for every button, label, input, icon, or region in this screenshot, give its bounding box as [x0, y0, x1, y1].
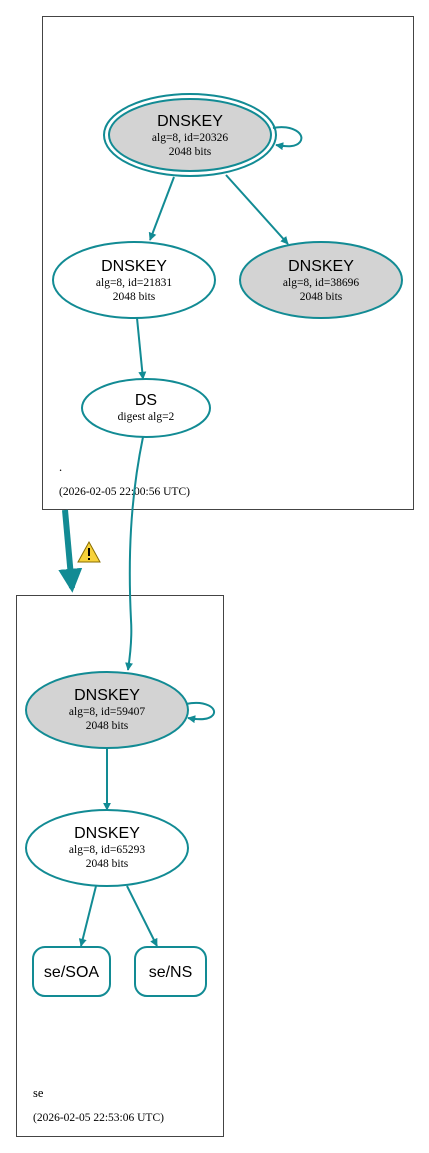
edge-se-zsk-to-ns	[126, 885, 158, 947]
node-root-ksk-outer-ring	[103, 93, 277, 177]
node-se-ksk-detail: alg=8, id=59407	[69, 706, 145, 718]
node-se-ksk-size: 2048 bits	[86, 720, 129, 732]
node-root-ksk2-detail: alg=8, id=38696	[283, 277, 359, 289]
node-se-ns-shape	[134, 946, 207, 997]
node-se-ksk-type: DNSKEY	[74, 687, 140, 704]
edge-root-ksk-to-zsk	[148, 176, 175, 241]
edge-root-zsk-to-ds	[136, 317, 147, 380]
zone-se-border	[16, 595, 224, 1137]
node-root-ksk2-type: DNSKEY	[288, 258, 354, 275]
edge-ds-to-se-ksk	[125, 436, 144, 671]
node-ds-shape	[81, 378, 211, 438]
node-se-ksk[interactable]: DNSKEY alg=8, id=59407 2048 bits	[25, 671, 189, 749]
node-root-zsk-shape	[52, 241, 216, 319]
node-root-zsk-detail: alg=8, id=21831	[96, 277, 172, 289]
node-se-ns[interactable]: se/NS	[134, 946, 207, 997]
node-se-zsk-detail: alg=8, id=65293	[69, 844, 145, 856]
node-se-zsk-size: 2048 bits	[86, 858, 129, 870]
node-root-ksk-detail: alg=8, id=20326	[152, 132, 228, 144]
node-root-ksk-type: DNSKEY	[157, 113, 223, 130]
node-root-ksk2-size: 2048 bits	[300, 291, 343, 303]
zone-root-timestamp: (2026-02-05 22:00:56 UTC)	[59, 486, 190, 498]
node-ds-detail: digest alg=2	[118, 411, 175, 423]
edge-root-ksk-to-ksk2	[225, 174, 289, 245]
edge-root-ksk-self	[272, 126, 303, 151]
zone-root-label: .	[59, 460, 62, 474]
node-se-ns-label: se/NS	[149, 964, 193, 981]
node-se-zsk[interactable]: DNSKEY alg=8, id=65293 2048 bits	[25, 809, 189, 887]
node-root-ksk2[interactable]: DNSKEY alg=8, id=38696 2048 bits	[239, 241, 403, 319]
node-se-zsk-shape	[25, 809, 189, 887]
node-ds[interactable]: DS digest alg=2	[81, 378, 211, 438]
node-se-soa[interactable]: se/SOA	[32, 946, 111, 997]
node-root-ksk-shape	[108, 98, 272, 172]
node-root-ksk2-shape	[239, 241, 403, 319]
node-se-soa-shape	[32, 946, 111, 997]
warning-icon[interactable]	[77, 540, 101, 563]
zone-se-timestamp: (2026-02-05 22:53:06 UTC)	[33, 1112, 164, 1124]
node-se-zsk-type: DNSKEY	[74, 825, 140, 842]
node-root-ksk-size: 2048 bits	[169, 146, 212, 158]
edges	[58, 126, 303, 947]
zone-se-label: se	[33, 1086, 44, 1100]
node-root-ksk[interactable]: DNSKEY alg=8, id=20326 2048 bits	[103, 93, 277, 177]
node-se-soa-label: se/SOA	[44, 964, 99, 981]
edge-delegation	[58, 509, 83, 593]
node-root-zsk[interactable]: DNSKEY alg=8, id=21831 2048 bits	[52, 241, 216, 319]
node-root-zsk-size: 2048 bits	[113, 291, 156, 303]
node-ds-type: DS	[135, 392, 157, 409]
zone-root: . (2026-02-05 22:00:56 UTC)	[42, 16, 414, 510]
edge-se-ksk-self	[185, 702, 216, 724]
zone-se: se (2026-02-05 22:53:06 UTC)	[16, 595, 224, 1137]
node-root-zsk-type: DNSKEY	[101, 258, 167, 275]
zone-root-border	[42, 16, 414, 510]
node-se-ksk-shape	[25, 671, 189, 749]
edge-se-zsk-to-soa	[78, 885, 97, 947]
